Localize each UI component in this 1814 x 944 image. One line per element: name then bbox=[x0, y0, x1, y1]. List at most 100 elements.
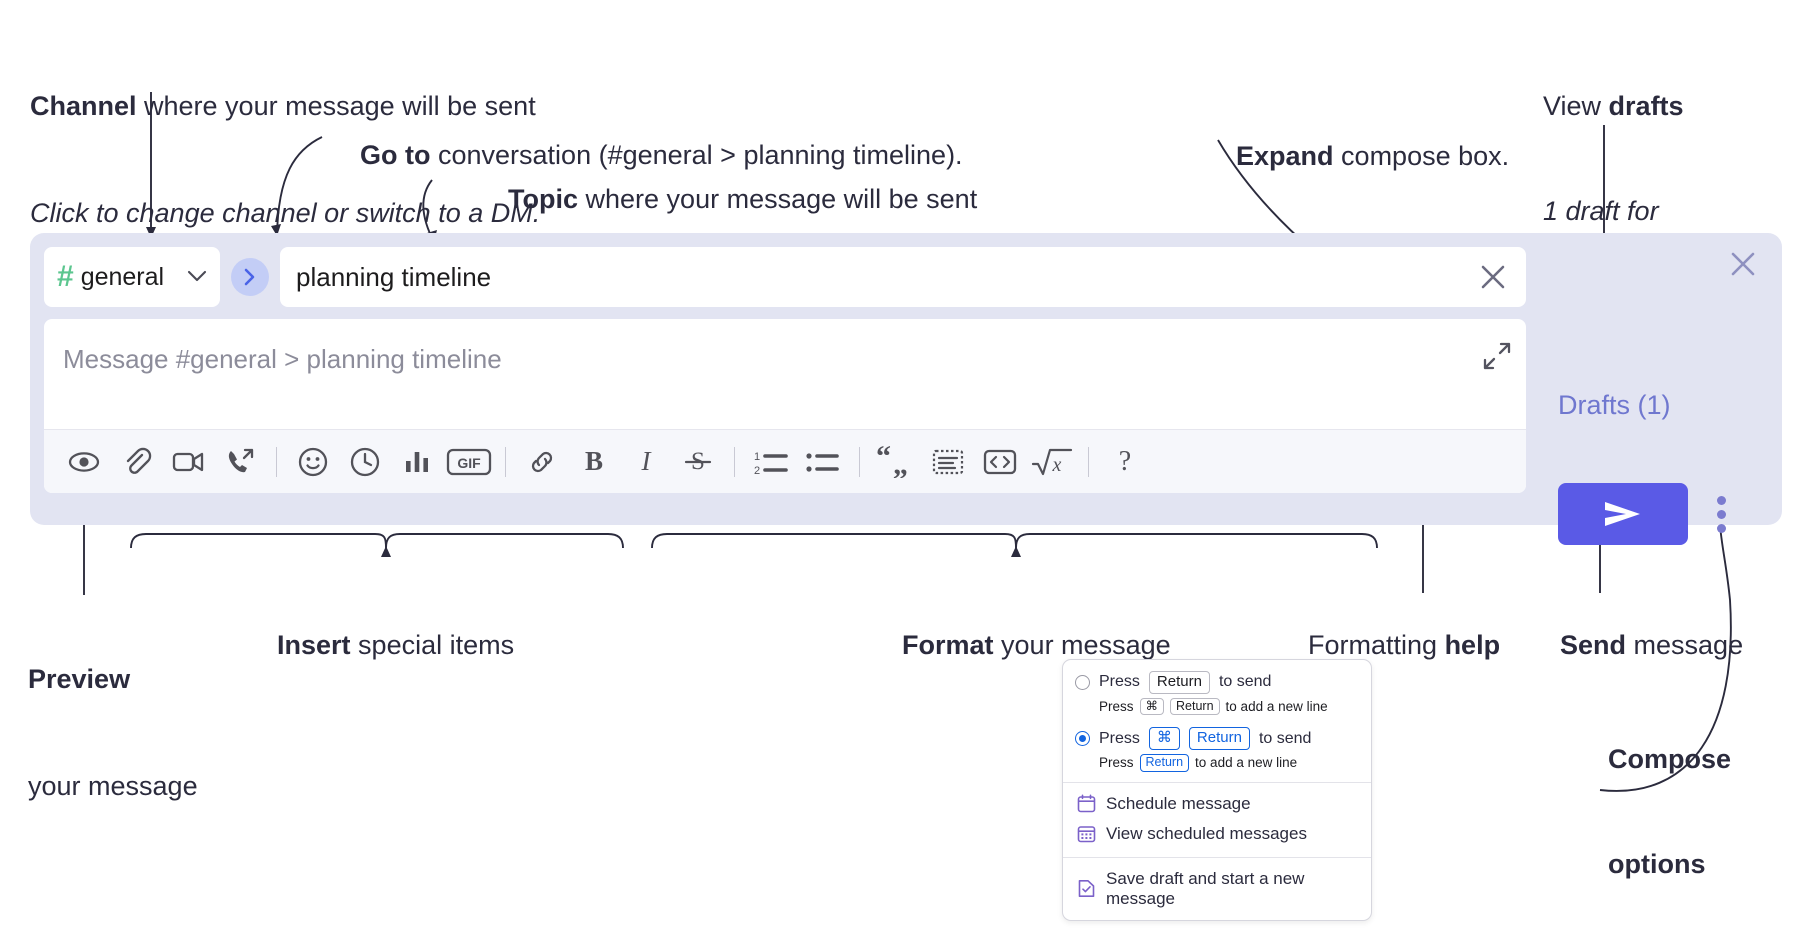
compose-header-row: # general planning timeline bbox=[44, 247, 1526, 307]
expand-icon[interactable] bbox=[1482, 341, 1512, 376]
formatting-toolbar: GIF B I S bbox=[44, 429, 1526, 493]
svg-text:„: „ bbox=[893, 448, 908, 478]
calendar-schedule-icon bbox=[1077, 794, 1096, 813]
gif-icon[interactable]: GIF bbox=[443, 439, 495, 485]
topic-value: planning timeline bbox=[296, 261, 492, 292]
key-return: Return bbox=[1188, 727, 1250, 751]
menu-item-label: Schedule message bbox=[1106, 793, 1251, 813]
annotation-compose-bold1: Compose bbox=[1608, 744, 1732, 775]
toolbar-separator bbox=[734, 446, 735, 477]
annotation-channel: Channel where your message will be sent … bbox=[30, 22, 540, 298]
key-return: Return bbox=[1139, 754, 1190, 772]
option-press-label: Press bbox=[1099, 673, 1140, 691]
svg-text:1: 1 bbox=[754, 451, 760, 463]
option-action-label: to send bbox=[1218, 673, 1272, 691]
menu-suboption-newline-1: Press ⌘ Return to add a new line bbox=[1063, 696, 1371, 718]
svg-text:x: x bbox=[1052, 454, 1062, 476]
link-icon[interactable] bbox=[516, 439, 568, 485]
annotation-channel-rest: where your message will be sent bbox=[136, 90, 536, 121]
menu-divider bbox=[1063, 856, 1371, 858]
clock-icon[interactable] bbox=[339, 439, 391, 485]
blockquote-icon[interactable]: “„ bbox=[870, 439, 922, 485]
latex-icon[interactable]: x bbox=[1026, 439, 1078, 485]
send-button[interactable] bbox=[1558, 483, 1688, 545]
audio-call-icon[interactable] bbox=[214, 439, 266, 485]
sub-press-label: Press bbox=[1099, 699, 1134, 715]
annotation-insert: Insert special items bbox=[247, 595, 514, 696]
poll-icon[interactable] bbox=[391, 439, 443, 485]
emoji-icon[interactable] bbox=[287, 439, 339, 485]
menu-item-view-scheduled-messages[interactable]: View scheduled messages bbox=[1063, 819, 1371, 849]
attachment-icon[interactable] bbox=[110, 439, 162, 485]
message-placeholder: Message #general > planning timeline bbox=[63, 344, 502, 374]
annotation-expand-rest: compose box. bbox=[1333, 140, 1510, 171]
annotation-topic: Topic where your message will be sent bbox=[478, 149, 977, 250]
menu-item-schedule-message[interactable]: Schedule message bbox=[1063, 789, 1371, 819]
key-return: Return bbox=[1170, 697, 1220, 716]
annotation-send: Send message bbox=[1530, 595, 1743, 696]
key-command: ⌘ bbox=[1139, 697, 1165, 716]
menu-item-save-draft[interactable]: Save draft and start a new message bbox=[1063, 864, 1371, 914]
send-icon bbox=[1605, 502, 1640, 526]
save-draft-icon bbox=[1078, 880, 1095, 898]
annotation-send-rest: message bbox=[1626, 629, 1744, 660]
svg-text:“: “ bbox=[876, 446, 891, 473]
topic-input[interactable]: planning timeline bbox=[280, 247, 1526, 307]
option-action-label: to send bbox=[1258, 729, 1312, 747]
annotation-format-bold: Format bbox=[902, 629, 994, 660]
annotation-preview-line2: your message bbox=[28, 770, 198, 801]
drafts-link[interactable]: Drafts (1) bbox=[1558, 390, 1671, 420]
go-to-conversation-button[interactable] bbox=[231, 258, 269, 296]
help-icon[interactable]: ? bbox=[1118, 445, 1132, 477]
channel-selector[interactable]: # general bbox=[44, 247, 220, 307]
option-press-label: Press bbox=[1099, 729, 1140, 747]
toolbar-separator bbox=[859, 446, 860, 477]
code-block-icon[interactable] bbox=[922, 439, 974, 485]
annotation-format-rest: your message bbox=[993, 629, 1171, 660]
strikethrough-icon[interactable]: S bbox=[672, 439, 724, 485]
menu-divider bbox=[1063, 781, 1371, 783]
toolbar-separator bbox=[505, 446, 506, 477]
close-icon[interactable] bbox=[1476, 260, 1510, 294]
annotation-channel-sub: Click to change channel or switch to a D… bbox=[30, 197, 541, 228]
key-return: Return bbox=[1148, 671, 1210, 694]
message-input-area[interactable]: Message #general > planning timeline bbox=[44, 319, 1526, 493]
annotation-help-bold: help bbox=[1444, 629, 1501, 660]
annotation-help-rest: Formatting bbox=[1308, 629, 1445, 660]
compose-main-column: # general planning timeline M bbox=[44, 247, 1526, 493]
toolbar-separator bbox=[1088, 446, 1089, 477]
radio-selected[interactable] bbox=[1075, 731, 1090, 747]
annotation-formatting-help: Formatting help bbox=[1278, 595, 1500, 696]
compose-right-pane: Drafts (1) bbox=[1542, 233, 1782, 545]
inline-code-icon[interactable] bbox=[974, 439, 1026, 485]
channel-name: general bbox=[80, 262, 165, 291]
toolbar-separator bbox=[276, 446, 277, 477]
compose-options-menu-button[interactable] bbox=[1717, 496, 1726, 533]
annotation-topic-rest: where your message will be sent bbox=[578, 183, 978, 214]
video-icon[interactable] bbox=[162, 439, 214, 485]
calendar-grid-icon bbox=[1077, 826, 1096, 843]
preview-icon[interactable] bbox=[58, 439, 110, 485]
bold-icon[interactable]: B bbox=[584, 446, 603, 476]
sub-press-label: Press bbox=[1099, 755, 1134, 771]
menu-option-cmd-return-to-send[interactable]: Press ⌘ Return to send bbox=[1063, 725, 1371, 752]
menu-item-label: View scheduled messages bbox=[1106, 823, 1307, 843]
sub-action-label: to add a new line bbox=[1225, 699, 1328, 715]
annotation-goto: Go to conversation (#general > planning … bbox=[330, 105, 963, 206]
annotation-compose-options: Compose options menu bbox=[1608, 672, 1731, 944]
annotation-compose-bold2: options bbox=[1608, 849, 1706, 880]
annotation-goto-rest: conversation (#general > planning timeli… bbox=[430, 139, 963, 170]
menu-suboption-newline-2: Press Return to add a new line bbox=[1063, 752, 1371, 774]
compose-panel: # general planning timeline M bbox=[30, 233, 1782, 545]
svg-text:2: 2 bbox=[754, 465, 760, 477]
annotation-format: Format your message bbox=[872, 595, 1171, 696]
radio-unselected[interactable] bbox=[1075, 674, 1090, 690]
bulleted-list-icon[interactable] bbox=[797, 439, 849, 485]
chevron-down-icon bbox=[187, 267, 207, 287]
annotation-preview-bold: Preview bbox=[28, 663, 131, 694]
italic-icon[interactable]: I bbox=[641, 446, 651, 476]
annotation-topic-bold: Topic bbox=[508, 183, 579, 214]
menu-option-return-to-send[interactable]: Press Return to send bbox=[1063, 669, 1371, 696]
close-icon[interactable] bbox=[1726, 247, 1760, 286]
